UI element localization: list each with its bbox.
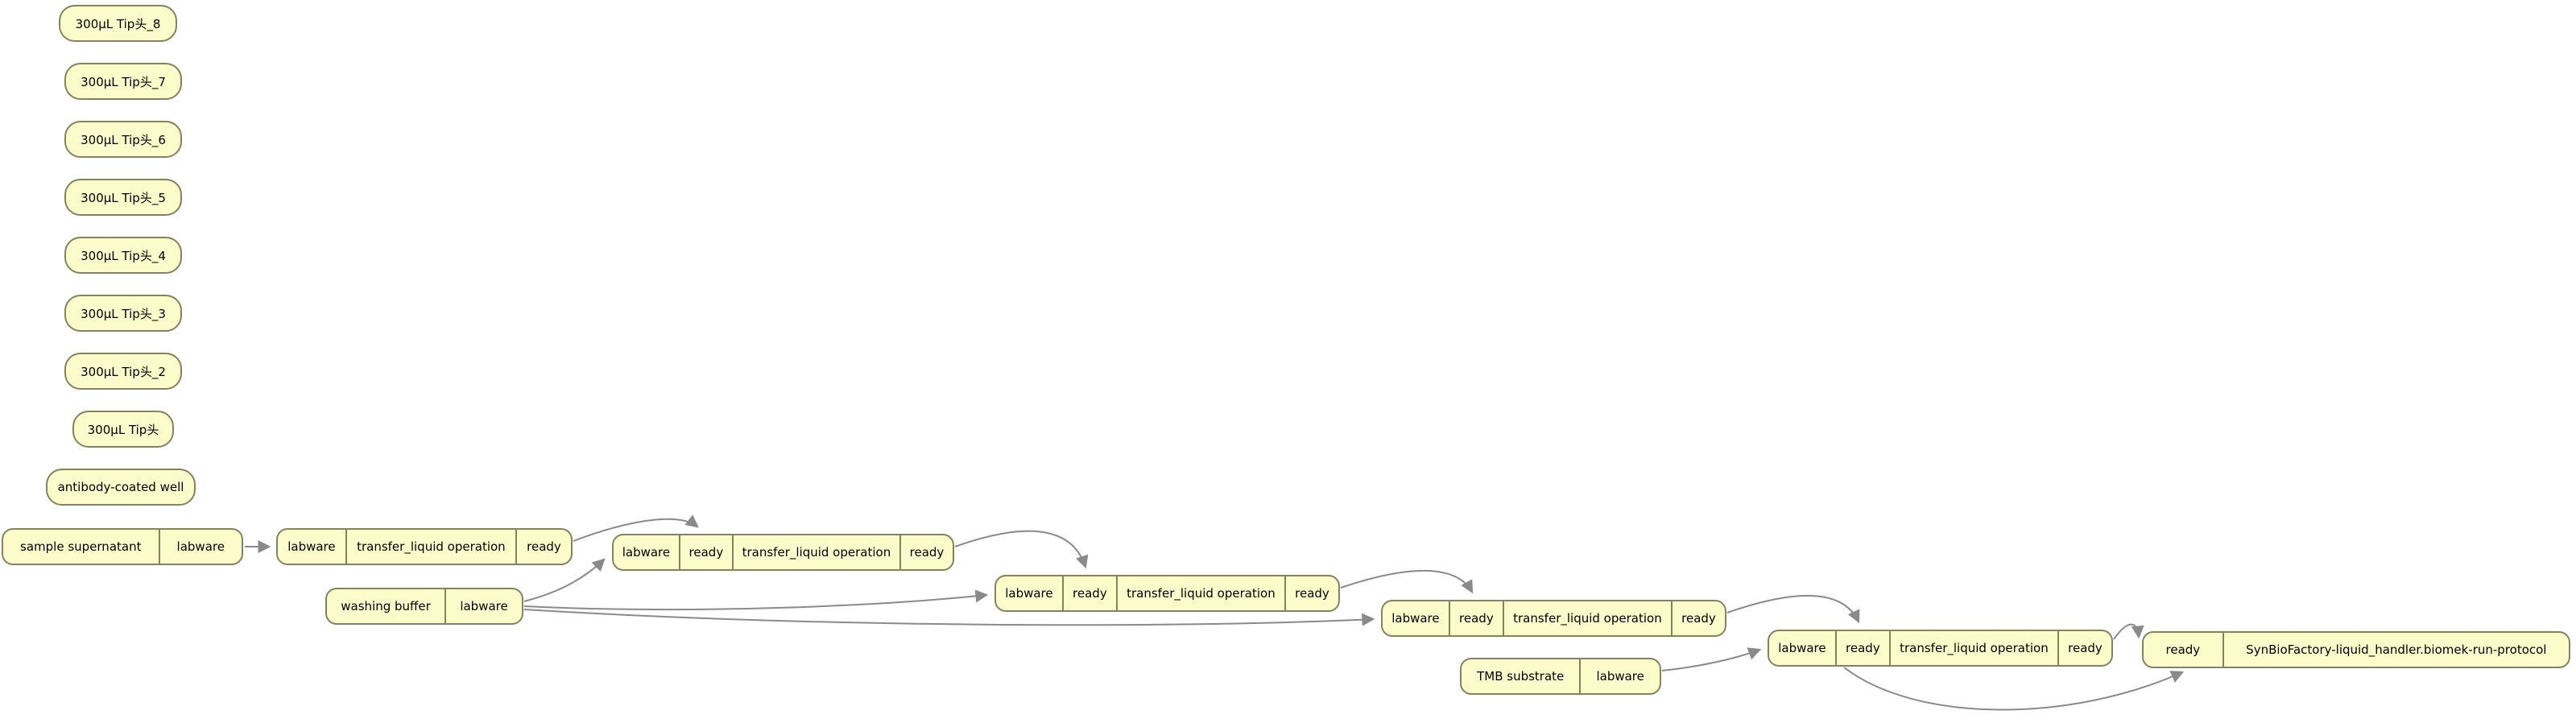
node-tip-4: 300μL Tip头_4 [64,237,182,274]
cell-labware-port: labware [1005,586,1053,601]
node-tip-2: 300μL Tip头_2 [64,353,182,390]
cell-ready-in-port: ready [678,535,732,569]
node-tip-7: 300μL Tip头_7 [64,63,182,100]
cell-ready-out-port: ready [2057,631,2111,665]
node-label: 300μL Tip头 [87,422,159,437]
cell-labware-port: labware [622,545,671,560]
cell-washing-buffer-label: washing buffer [341,599,431,613]
edge-op5-to-run [2113,623,2144,640]
cell-labware-port: labware [158,530,242,564]
node-label: 300μL Tip头_6 [81,132,166,147]
node-tip-6: 300μL Tip头_6 [64,121,182,158]
node-tip-8: 300μL Tip头_8 [59,5,177,42]
edge-op3-to-op4 [1340,569,1474,594]
node-sample-supernatant: sample supernatant labware [2,528,243,565]
node-label: 300μL Tip头_5 [81,190,166,205]
node-washing-buffer: washing buffer labware [325,588,523,625]
node-transfer-op-2: labware ready transfer_liquid operation … [612,534,954,571]
node-transfer-op-5: labware ready transfer_liquid operation … [1768,630,2113,667]
cell-operation-label: transfer_liquid operation [1502,601,1671,635]
cell-operation-label: transfer_liquid operation [345,530,515,564]
cell-sample-label: sample supernatant [20,539,142,554]
edge-washing-to-op3 [523,589,989,611]
node-tmb-substrate: TMB substrate labware [1460,658,1661,695]
node-transfer-op-3: labware ready transfer_liquid operation … [994,575,1340,612]
cell-ready-out-port: ready [899,535,953,569]
cell-ready-in-port: ready [1061,576,1116,610]
node-label: 300μL Tip头_3 [81,306,166,321]
cell-labware-port: labware [1778,641,1826,655]
edge-washing-to-op2 [523,558,606,602]
cell-operation-label: transfer_liquid operation [1888,631,2057,665]
cell-ready-out-port: ready [515,530,571,564]
cell-operation-label: transfer_liquid operation [1115,576,1284,610]
node-label: 300μL Tip头_4 [81,248,166,263]
edge-op2-to-op3 [954,530,1089,569]
cell-labware-port: labware [444,589,522,623]
cell-labware-port: labware [287,539,336,554]
edge-tmb-to-op5 [1661,647,1762,671]
cell-ready-in-port: ready [1834,631,1889,665]
node-transfer-op-4: labware ready transfer_liquid operation … [1381,600,1726,637]
node-tip-1: 300μL Tip头 [72,411,174,448]
node-tip-5: 300μL Tip头_5 [64,179,182,216]
node-transfer-op-1: labware transfer_liquid operation ready [276,528,573,565]
cell-protocol-label: SynBioFactory-liquid_handler.biomek-run-… [2222,633,2569,667]
node-antibody-coated-well: antibody-coated well [46,469,196,506]
node-label: 300μL Tip头_8 [75,16,161,31]
cell-ready-in-port: ready [1448,601,1503,635]
node-label: 300μL Tip头_7 [81,74,166,89]
cell-labware-port: labware [1391,611,1440,626]
cell-labware-port: labware [1579,659,1660,693]
edge-op4-to-op5 [1726,594,1860,624]
cell-ready-out-port: ready [1670,601,1725,635]
cell-tmb-label: TMB substrate [1477,669,1565,684]
node-tip-3: 300μL Tip头_3 [64,295,182,332]
cell-ready-out-port: ready [1284,576,1338,610]
node-run-protocol: ready SynBioFactory-liquid_handler.biome… [2142,631,2570,668]
node-label: 300μL Tip头_2 [81,364,166,379]
edge-op5-to-run-lower [1843,667,2185,711]
cell-ready-in-port: ready [2165,642,2201,657]
node-label: antibody-coated well [57,480,184,494]
cell-operation-label: transfer_liquid operation [731,535,899,569]
